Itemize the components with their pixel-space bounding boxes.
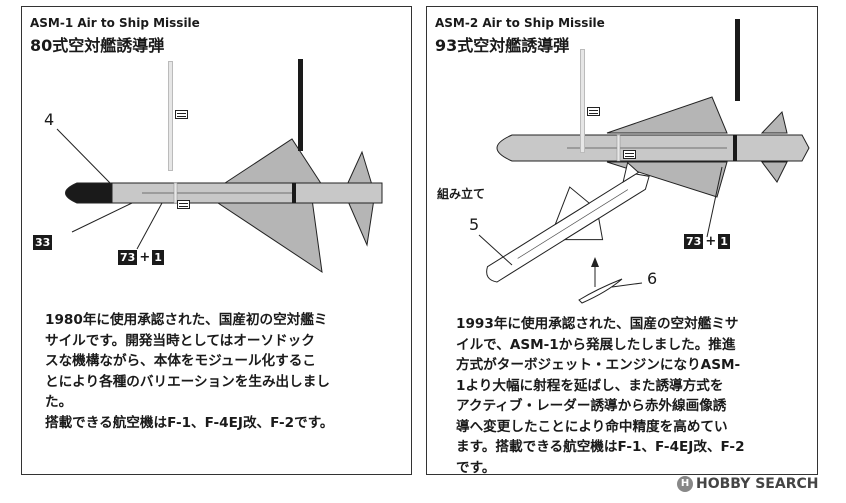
asm1-missile-illustration xyxy=(56,128,383,274)
asm2-light-stripe-decal xyxy=(580,49,585,153)
asm2-badge-body-a: 73 xyxy=(684,234,704,249)
asm1-dark-stripe-decal xyxy=(298,59,303,151)
watermark-text: HOBBY SEARCH xyxy=(696,476,819,492)
asm2-badge-body-b: 1 xyxy=(718,234,730,249)
asm2-missile-illustration xyxy=(478,96,810,304)
asm1-badge-body-b: 1 xyxy=(152,250,164,265)
asm2-callout-5: 5 xyxy=(469,215,480,234)
asm1-callout-4: 4 xyxy=(44,110,55,129)
asm2-marking-decal-top xyxy=(587,107,600,116)
asm1-panel: ASM-1 Air to Ship Missile 80式空対艦誘導弾 4 33… xyxy=(21,6,412,475)
asm1-title-en: ASM-1 Air to Ship Missile xyxy=(30,16,200,30)
asm1-description: 1980年に使用承認された、国産初の空対艦ミ サイルです。開発当時としてはオーソ… xyxy=(45,312,334,431)
asm2-badge-body: 73+1 xyxy=(684,234,730,249)
asm1-badge-plus: + xyxy=(139,250,151,265)
asm1-light-stripe-decal xyxy=(168,61,173,171)
asm1-marking-decal-body xyxy=(177,200,190,209)
asm2-panel: ASM-2 Air to Ship Missile 93式空対艦誘導弾 xyxy=(426,6,818,476)
asm2-badge-plus: + xyxy=(705,234,717,249)
asm2-title-en: ASM-2 Air to Ship Missile xyxy=(435,16,605,30)
asm1-badge-nose: 33 xyxy=(33,235,53,250)
asm2-assembly-label: 組み立て xyxy=(437,187,486,201)
asm2-marking-decal-body xyxy=(623,150,636,159)
asm2-description: 1993年に使用承認された、国産の空対艦ミサ イルで、ASM-1から発展したしま… xyxy=(456,316,745,476)
asm2-title-jp: 93式空対艦誘導弾 xyxy=(435,36,570,55)
asm2-dark-stripe-decal xyxy=(735,19,740,101)
asm1-badge-body: 73+1 xyxy=(118,250,164,265)
asm1-title-jp: 80式空対艦誘導弾 xyxy=(30,36,165,55)
hobby-search-logo-icon: H xyxy=(677,476,693,492)
asm1-badge-body-a: 73 xyxy=(118,250,138,265)
asm1-marking-decal-top xyxy=(175,110,188,119)
asm2-callout-6: 6 xyxy=(647,269,658,288)
